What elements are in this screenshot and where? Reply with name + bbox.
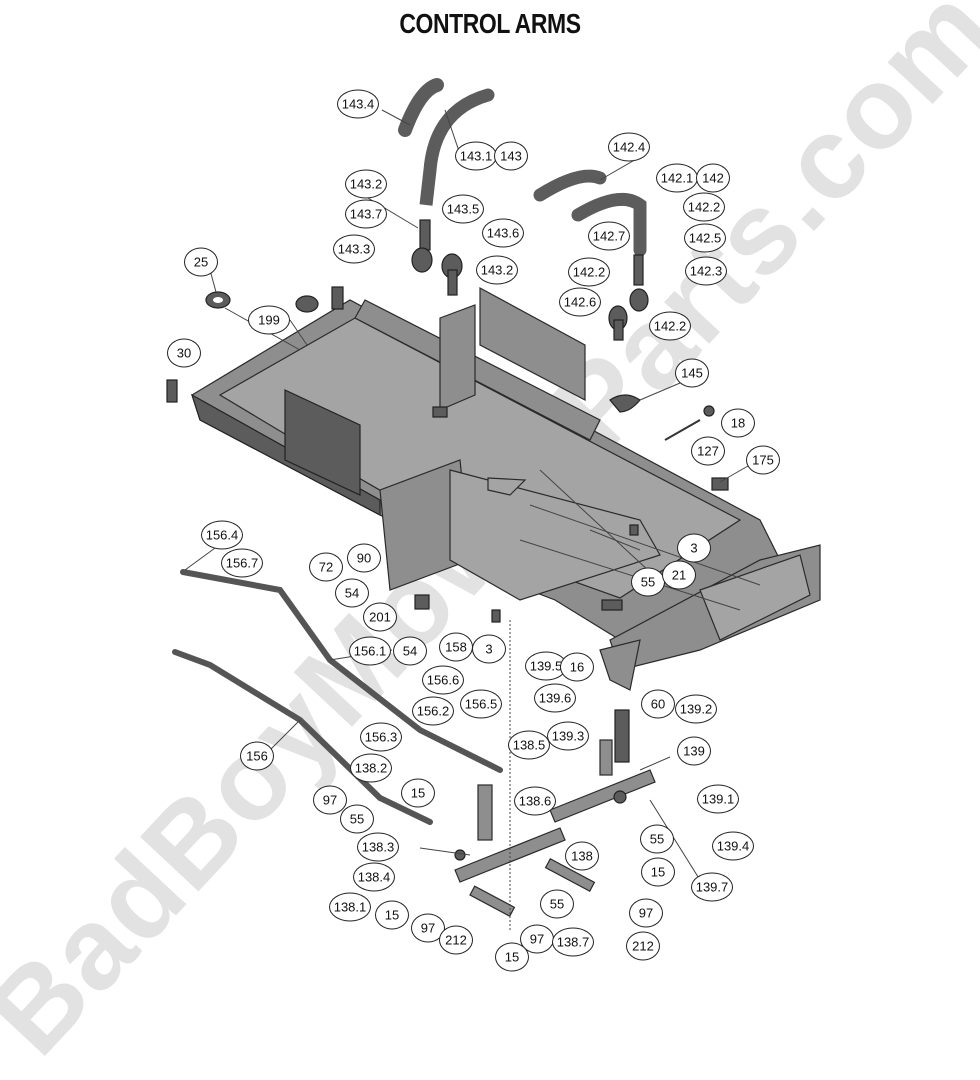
callout-142-2-c: 142.2 bbox=[649, 311, 691, 341]
callout-156-7: 156.7 bbox=[221, 548, 263, 578]
callout-138-4: 138.4 bbox=[353, 862, 395, 892]
left-control-arm bbox=[398, 78, 495, 296]
parts-diagram bbox=[166, 78, 821, 930]
callout-25: 25 bbox=[184, 247, 218, 277]
callout-142-2-a: 142.2 bbox=[683, 192, 725, 222]
callout-16: 16 bbox=[560, 652, 594, 682]
callout-138-1: 138.1 bbox=[329, 892, 371, 922]
callout-143-6: 143.6 bbox=[482, 218, 524, 248]
callout-15-a: 15 bbox=[401, 778, 435, 808]
callout-138: 138 bbox=[565, 841, 599, 871]
callout-18: 18 bbox=[721, 408, 755, 438]
callout-15-c: 15 bbox=[375, 900, 409, 930]
callout-158: 158 bbox=[439, 632, 473, 662]
callout-156: 156 bbox=[240, 741, 274, 771]
callout-127: 127 bbox=[691, 436, 725, 466]
callout-55-d: 55 bbox=[540, 889, 574, 919]
callout-139-3: 139.3 bbox=[547, 721, 589, 751]
callout-199: 199 bbox=[248, 305, 290, 335]
callout-90: 90 bbox=[347, 543, 381, 573]
callout-54-b: 54 bbox=[393, 636, 427, 666]
callout-138-7: 138.7 bbox=[552, 927, 594, 957]
callout-139-7: 139.7 bbox=[691, 872, 733, 902]
callout-143-3: 143.3 bbox=[333, 234, 375, 264]
callout-54-a: 54 bbox=[335, 578, 369, 608]
callout-156-4: 156.4 bbox=[201, 520, 243, 550]
callout-175: 175 bbox=[746, 445, 780, 475]
pivot-assemblies bbox=[454, 709, 656, 917]
callout-138-2: 138.2 bbox=[350, 753, 392, 783]
callout-72: 72 bbox=[309, 552, 343, 582]
callout-156-2: 156.2 bbox=[412, 696, 454, 726]
callout-97-c: 97 bbox=[629, 898, 663, 928]
page-title: CONTROL ARMS bbox=[399, 8, 581, 39]
frame-assembly bbox=[190, 286, 821, 691]
callout-15-b: 15 bbox=[641, 857, 675, 887]
callout-139-1: 139.1 bbox=[697, 784, 739, 814]
callout-139-6: 139.6 bbox=[534, 683, 576, 713]
callout-156-5: 156.5 bbox=[460, 689, 502, 719]
callout-142-1: 142.1 bbox=[656, 163, 698, 193]
callout-55-a: 55 bbox=[631, 567, 665, 597]
callout-138-6: 138.6 bbox=[514, 786, 556, 816]
callout-143-5: 143.5 bbox=[442, 194, 484, 224]
callout-55-c: 55 bbox=[640, 824, 674, 854]
hardware-small bbox=[166, 286, 729, 623]
right-control-arm bbox=[533, 169, 649, 341]
callout-143-7: 143.7 bbox=[345, 199, 387, 229]
callout-142-5: 142.5 bbox=[684, 223, 726, 253]
callout-97-a: 97 bbox=[313, 785, 347, 815]
callout-156-6: 156.6 bbox=[422, 665, 464, 695]
callout-143: 143 bbox=[494, 141, 528, 171]
callout-139-4: 139.4 bbox=[712, 831, 754, 861]
callout-138-3: 138.3 bbox=[357, 832, 399, 862]
callout-142-6: 142.6 bbox=[559, 287, 601, 317]
callout-3-a: 3 bbox=[472, 634, 506, 664]
callout-143-1: 143.1 bbox=[455, 141, 497, 171]
callout-55-b: 55 bbox=[340, 804, 374, 834]
callout-60: 60 bbox=[641, 689, 675, 719]
callout-15-d: 15 bbox=[495, 942, 529, 972]
callout-156-3: 156.3 bbox=[360, 722, 402, 752]
callout-21: 21 bbox=[662, 560, 696, 590]
callout-142-3: 142.3 bbox=[685, 256, 727, 286]
linkage-rods bbox=[172, 569, 503, 825]
callout-139-2: 139.2 bbox=[675, 694, 717, 724]
callout-142-4: 142.4 bbox=[608, 132, 650, 162]
callout-143-2-b: 143.2 bbox=[476, 255, 518, 285]
callout-139: 139 bbox=[677, 736, 711, 766]
callout-3-b: 3 bbox=[677, 533, 711, 563]
callout-142-2-b: 142.2 bbox=[568, 257, 610, 287]
callout-30: 30 bbox=[167, 338, 201, 368]
callout-143-4: 143.4 bbox=[337, 89, 379, 119]
callout-156-1: 156.1 bbox=[349, 636, 391, 666]
callout-145: 145 bbox=[675, 358, 709, 388]
callout-142: 142 bbox=[696, 163, 730, 193]
callout-212-b: 212 bbox=[626, 931, 660, 961]
callout-138-5: 138.5 bbox=[508, 730, 550, 760]
callout-142-7: 142.7 bbox=[588, 221, 630, 251]
callout-143-2-a: 143.2 bbox=[345, 169, 387, 199]
callout-201: 201 bbox=[363, 602, 397, 632]
callout-212-a: 212 bbox=[439, 925, 473, 955]
